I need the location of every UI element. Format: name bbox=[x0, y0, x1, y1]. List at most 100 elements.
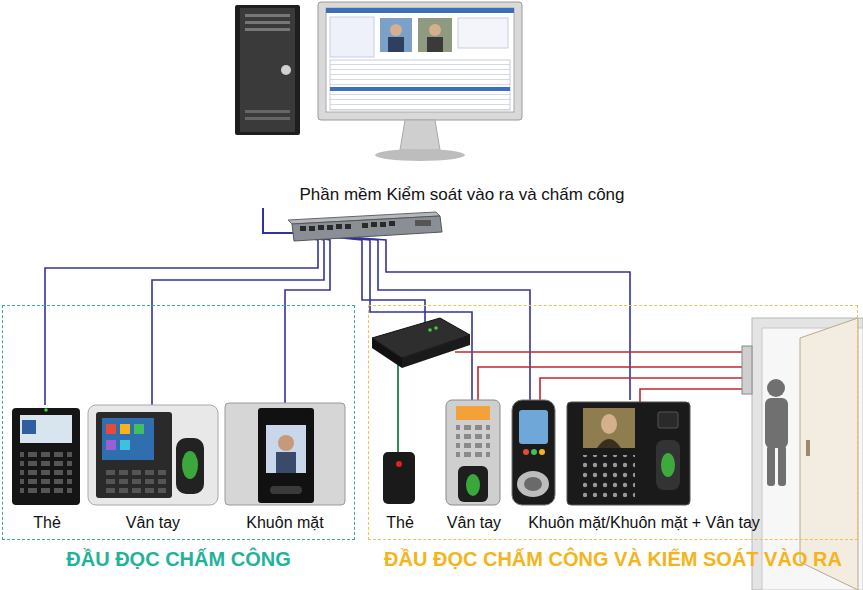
monitor bbox=[400, 120, 440, 150]
face-fingerprint-reader bbox=[661, 453, 675, 477]
face-reader bbox=[278, 435, 294, 451]
card-reader bbox=[20, 452, 72, 496]
network-switch bbox=[345, 224, 351, 229]
face-fingerprint-reader bbox=[601, 414, 617, 434]
network-cable bbox=[263, 208, 630, 400]
face-fingerprint-reader bbox=[567, 402, 690, 505]
card-reader bbox=[12, 408, 80, 505]
device-label: Thẻ bbox=[33, 513, 61, 532]
device-box: Vân tay bbox=[88, 405, 218, 535]
monitor bbox=[326, 8, 514, 13]
computer-tower bbox=[281, 65, 291, 75]
device-box: Khuôn mặt/Khuôn mặt + Vân tay bbox=[508, 400, 780, 535]
fingerprint-reader bbox=[102, 418, 154, 460]
device-label: Thẻ bbox=[386, 513, 414, 532]
computer-tower bbox=[235, 5, 300, 135]
monitor bbox=[388, 37, 404, 52]
access-controller bbox=[372, 318, 470, 358]
network-switch bbox=[300, 226, 306, 231]
door bbox=[806, 440, 810, 456]
card-reader bbox=[22, 420, 36, 434]
fingerprint-reader bbox=[456, 424, 490, 460]
computer-tower bbox=[235, 5, 300, 135]
face-reader bbox=[270, 486, 302, 494]
monitor bbox=[390, 24, 402, 36]
network-switch bbox=[292, 216, 442, 241]
network-switch bbox=[327, 225, 333, 230]
face-fingerprint-reader bbox=[656, 440, 680, 490]
person-silhouette bbox=[765, 398, 788, 448]
monitor bbox=[330, 17, 374, 57]
fingerprint-reader bbox=[102, 466, 166, 494]
access-controller bbox=[372, 318, 470, 368]
access-controller bbox=[428, 328, 432, 332]
computer-tower bbox=[245, 110, 290, 113]
face-reader bbox=[539, 449, 545, 455]
face-reader bbox=[512, 400, 555, 505]
network-cable bbox=[263, 208, 425, 452]
fingerprint-reader bbox=[106, 440, 116, 450]
network-switch bbox=[362, 223, 368, 228]
lock-wire bbox=[478, 367, 742, 402]
monitor bbox=[326, 8, 514, 112]
fingerprint-reader bbox=[120, 440, 130, 450]
fingerprint-reader bbox=[446, 400, 500, 505]
fingerprint-reader bbox=[458, 466, 488, 502]
lock-wire bbox=[455, 352, 742, 404]
group-heading: ĐẦU ĐỌC CHẤM CÔNG bbox=[3, 547, 354, 571]
face-reader bbox=[524, 477, 542, 491]
face-reader bbox=[225, 403, 345, 505]
lock-wire bbox=[455, 351, 742, 353]
card-reader bbox=[44, 408, 48, 412]
face-reader bbox=[266, 425, 306, 473]
device-label: Khuôn mặt/Khuôn mặt + Vân tay bbox=[528, 513, 760, 532]
fingerprint-reader bbox=[120, 424, 130, 434]
computer-tower bbox=[245, 14, 290, 17]
network-switch bbox=[309, 226, 315, 231]
lock-wire bbox=[640, 389, 742, 404]
face-reader bbox=[225, 403, 345, 505]
network-switch bbox=[318, 225, 324, 230]
person-silhouette bbox=[767, 446, 775, 486]
device-label: Phần mềm Kiểm soát vào ra và chấm công bbox=[299, 185, 624, 205]
face-fingerprint-reader bbox=[583, 408, 635, 448]
person-silhouette bbox=[765, 379, 788, 486]
card-reader bbox=[20, 415, 72, 443]
fingerprint-reader bbox=[106, 424, 116, 434]
face-reader bbox=[517, 471, 549, 497]
network-switch bbox=[288, 212, 442, 241]
reader-wire bbox=[398, 362, 399, 452]
face-fingerprint-reader bbox=[567, 402, 690, 505]
face-fingerprint-reader bbox=[597, 439, 621, 448]
network-switch bbox=[336, 224, 342, 229]
network-switch bbox=[389, 221, 395, 226]
computer-tower bbox=[245, 117, 290, 120]
network-cable bbox=[152, 208, 324, 405]
monitor bbox=[330, 60, 510, 110]
face-reader bbox=[512, 400, 555, 505]
monitor bbox=[380, 18, 412, 52]
monitor bbox=[375, 149, 465, 161]
face-reader bbox=[531, 449, 537, 455]
access-controller bbox=[402, 335, 470, 368]
fingerprint-reader bbox=[134, 424, 144, 434]
computer-tower bbox=[245, 28, 290, 31]
face-reader bbox=[258, 408, 314, 503]
monitor bbox=[418, 18, 452, 52]
monitor bbox=[330, 87, 510, 91]
fingerprint-reader bbox=[466, 474, 480, 496]
device-box: Thẻ bbox=[378, 452, 422, 535]
device-box: Vân tay bbox=[444, 400, 504, 535]
reader-wire bbox=[397, 362, 399, 452]
computer-tower bbox=[240, 8, 295, 132]
network-cable bbox=[263, 208, 530, 400]
network-switch bbox=[371, 222, 377, 227]
fingerprint-reader bbox=[96, 412, 172, 498]
card-reader bbox=[383, 452, 415, 504]
device-label: Khuôn mặt bbox=[246, 513, 323, 532]
person-silhouette bbox=[767, 379, 785, 397]
face-reader bbox=[276, 452, 296, 473]
